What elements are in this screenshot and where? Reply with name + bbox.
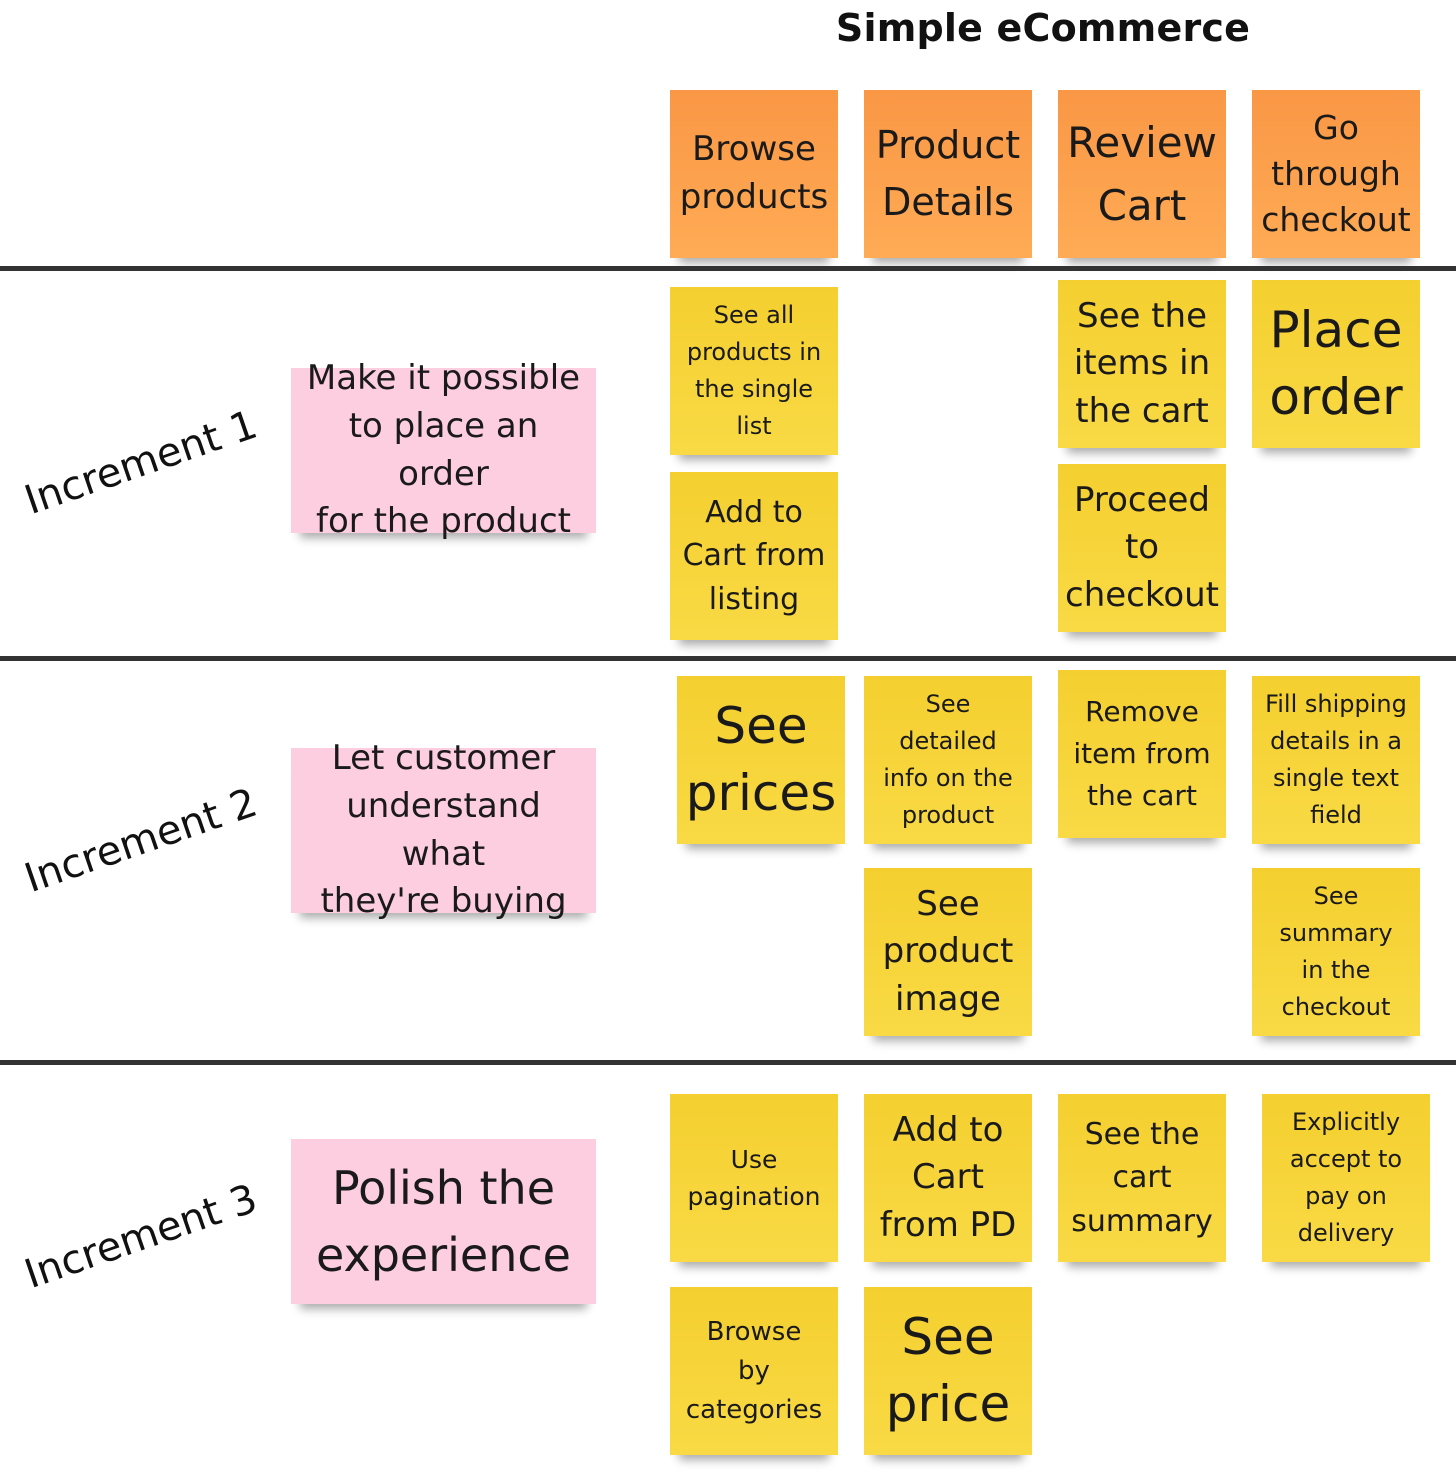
story-place-order[interactable]: Place order: [1252, 280, 1420, 448]
story-accept-pay-on-delivery[interactable]: Explicitly accept to pay on delivery: [1262, 1094, 1430, 1262]
increment-2-label: Increment 2: [19, 779, 263, 902]
story-see-all-products[interactable]: See all products in the single list: [670, 287, 838, 455]
activity-go-through-checkout[interactable]: Go through checkout: [1252, 90, 1420, 258]
increment-1-label: Increment 1: [19, 401, 263, 524]
board-title: Simple eCommerce: [835, 6, 1251, 50]
story-add-to-cart-from-pd[interactable]: Add to Cart from PD: [864, 1094, 1032, 1262]
divider-backbone: [0, 266, 1456, 271]
increment-3-label: Increment 3: [19, 1175, 263, 1298]
story-fill-shipping-details[interactable]: Fill shipping details in a single text f…: [1252, 676, 1420, 844]
story-see-detailed-info[interactable]: See detailed info on the product: [864, 676, 1032, 844]
increment-2-goal[interactable]: Let customer understand what they're buy…: [291, 738, 596, 921]
increment-3-goal[interactable]: Polish the experience: [291, 1139, 596, 1304]
activity-product-details[interactable]: Product Details: [864, 90, 1032, 258]
divider-increment-2: [0, 1060, 1456, 1065]
activity-review-cart[interactable]: Review Cart: [1058, 90, 1226, 258]
story-see-items-in-cart[interactable]: See the items in the cart: [1058, 280, 1226, 448]
story-proceed-to-checkout[interactable]: Proceed to checkout: [1058, 464, 1226, 632]
story-use-pagination[interactable]: Use pagination: [670, 1094, 838, 1262]
story-see-prices[interactable]: See prices: [677, 676, 845, 844]
story-add-to-cart-from-listing[interactable]: Add to Cart from listing: [670, 472, 838, 640]
increment-1-goal[interactable]: Make it possible to place an order for t…: [291, 358, 596, 541]
story-see-cart-summary[interactable]: See the cart summary: [1058, 1094, 1226, 1262]
story-see-summary-in-checkout[interactable]: See summary in the checkout: [1252, 868, 1420, 1036]
story-remove-item-from-cart[interactable]: Remove item from the cart: [1058, 670, 1226, 838]
divider-increment-1: [0, 656, 1456, 661]
story-see-price[interactable]: See price: [864, 1287, 1032, 1455]
activity-browse-products[interactable]: Browse products: [670, 90, 838, 258]
story-see-product-image[interactable]: See product image: [864, 868, 1032, 1036]
story-browse-by-categories[interactable]: Browse by categories: [670, 1287, 838, 1455]
